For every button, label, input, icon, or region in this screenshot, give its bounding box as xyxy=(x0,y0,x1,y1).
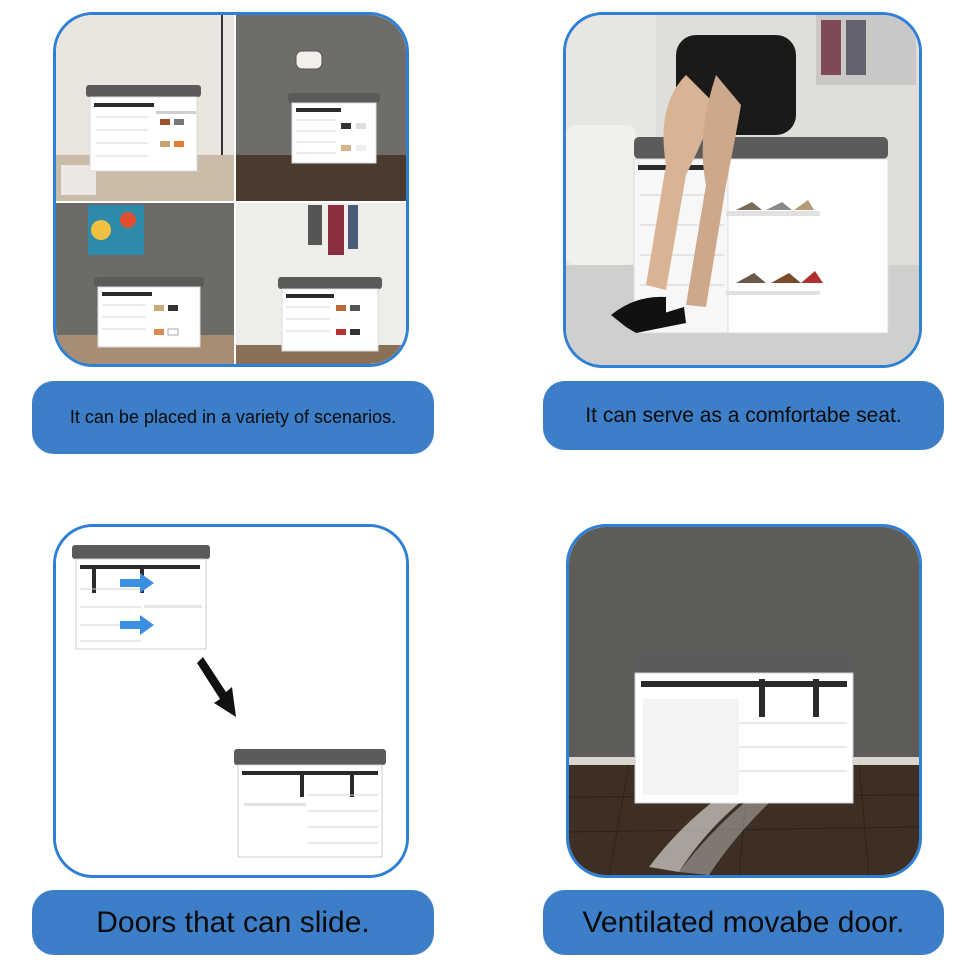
seat-image-panel xyxy=(563,12,922,368)
caption-scenarios-text: It can be placed in a variety of scenari… xyxy=(69,407,397,427)
sliding-doors-image-panel xyxy=(53,524,409,878)
caption-sliding-doors: Doors that can slide. xyxy=(32,890,434,955)
caption-scenarios: It can be placed in a variety of scenari… xyxy=(32,381,434,454)
seat-photo-image xyxy=(566,15,919,365)
slide-arrow-icon xyxy=(120,615,154,635)
scenarios-image-panel xyxy=(53,12,409,367)
down-arrow-icon xyxy=(197,657,236,717)
caption-sliding-doors-text: Doors that can slide. xyxy=(96,905,370,939)
ventilated-door-image-panel xyxy=(566,524,922,878)
slide-arrow-icon xyxy=(120,573,154,593)
caption-seat: It can serve as a comfortabe seat. xyxy=(543,381,944,450)
caption-ventilated-door: Ventilated movabe door. xyxy=(543,890,944,955)
sliding-doors-diagram-image xyxy=(56,527,406,875)
scenarios-collage-image xyxy=(56,15,406,364)
ventilated-door-photo-image xyxy=(569,527,919,875)
caption-seat-text: It can serve as a comfortabe seat. xyxy=(585,403,902,427)
caption-ventilated-door-text: Ventilated movabe door. xyxy=(582,905,905,939)
